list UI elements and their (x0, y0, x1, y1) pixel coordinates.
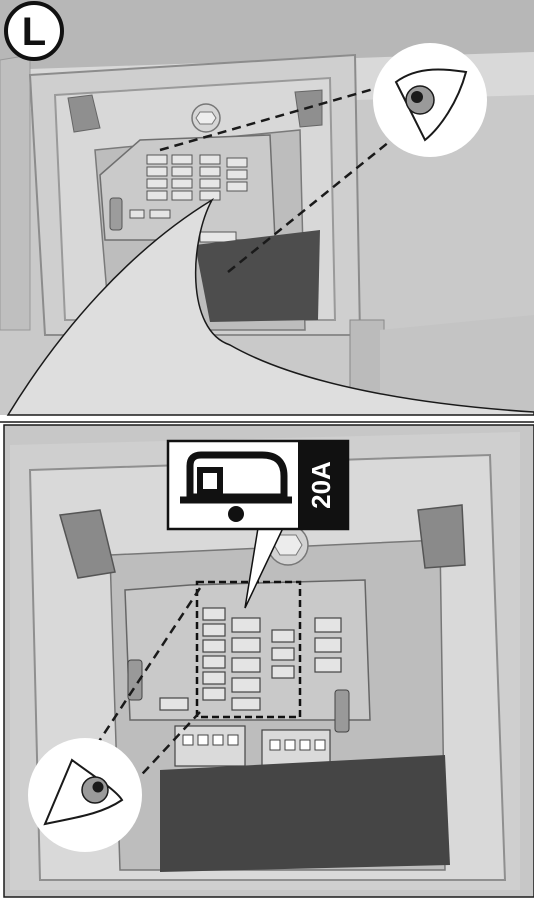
detail-panel: 20A (4, 425, 534, 897)
section-marker-label: L (22, 10, 46, 54)
fuse-rating-label: 20A (306, 461, 336, 509)
eye-icon-detail (28, 738, 142, 852)
fuse-label-card: 20A (168, 441, 348, 529)
overview-panel: L (0, 0, 534, 415)
eye-icon (373, 43, 487, 157)
section-marker-l: L (6, 3, 62, 59)
